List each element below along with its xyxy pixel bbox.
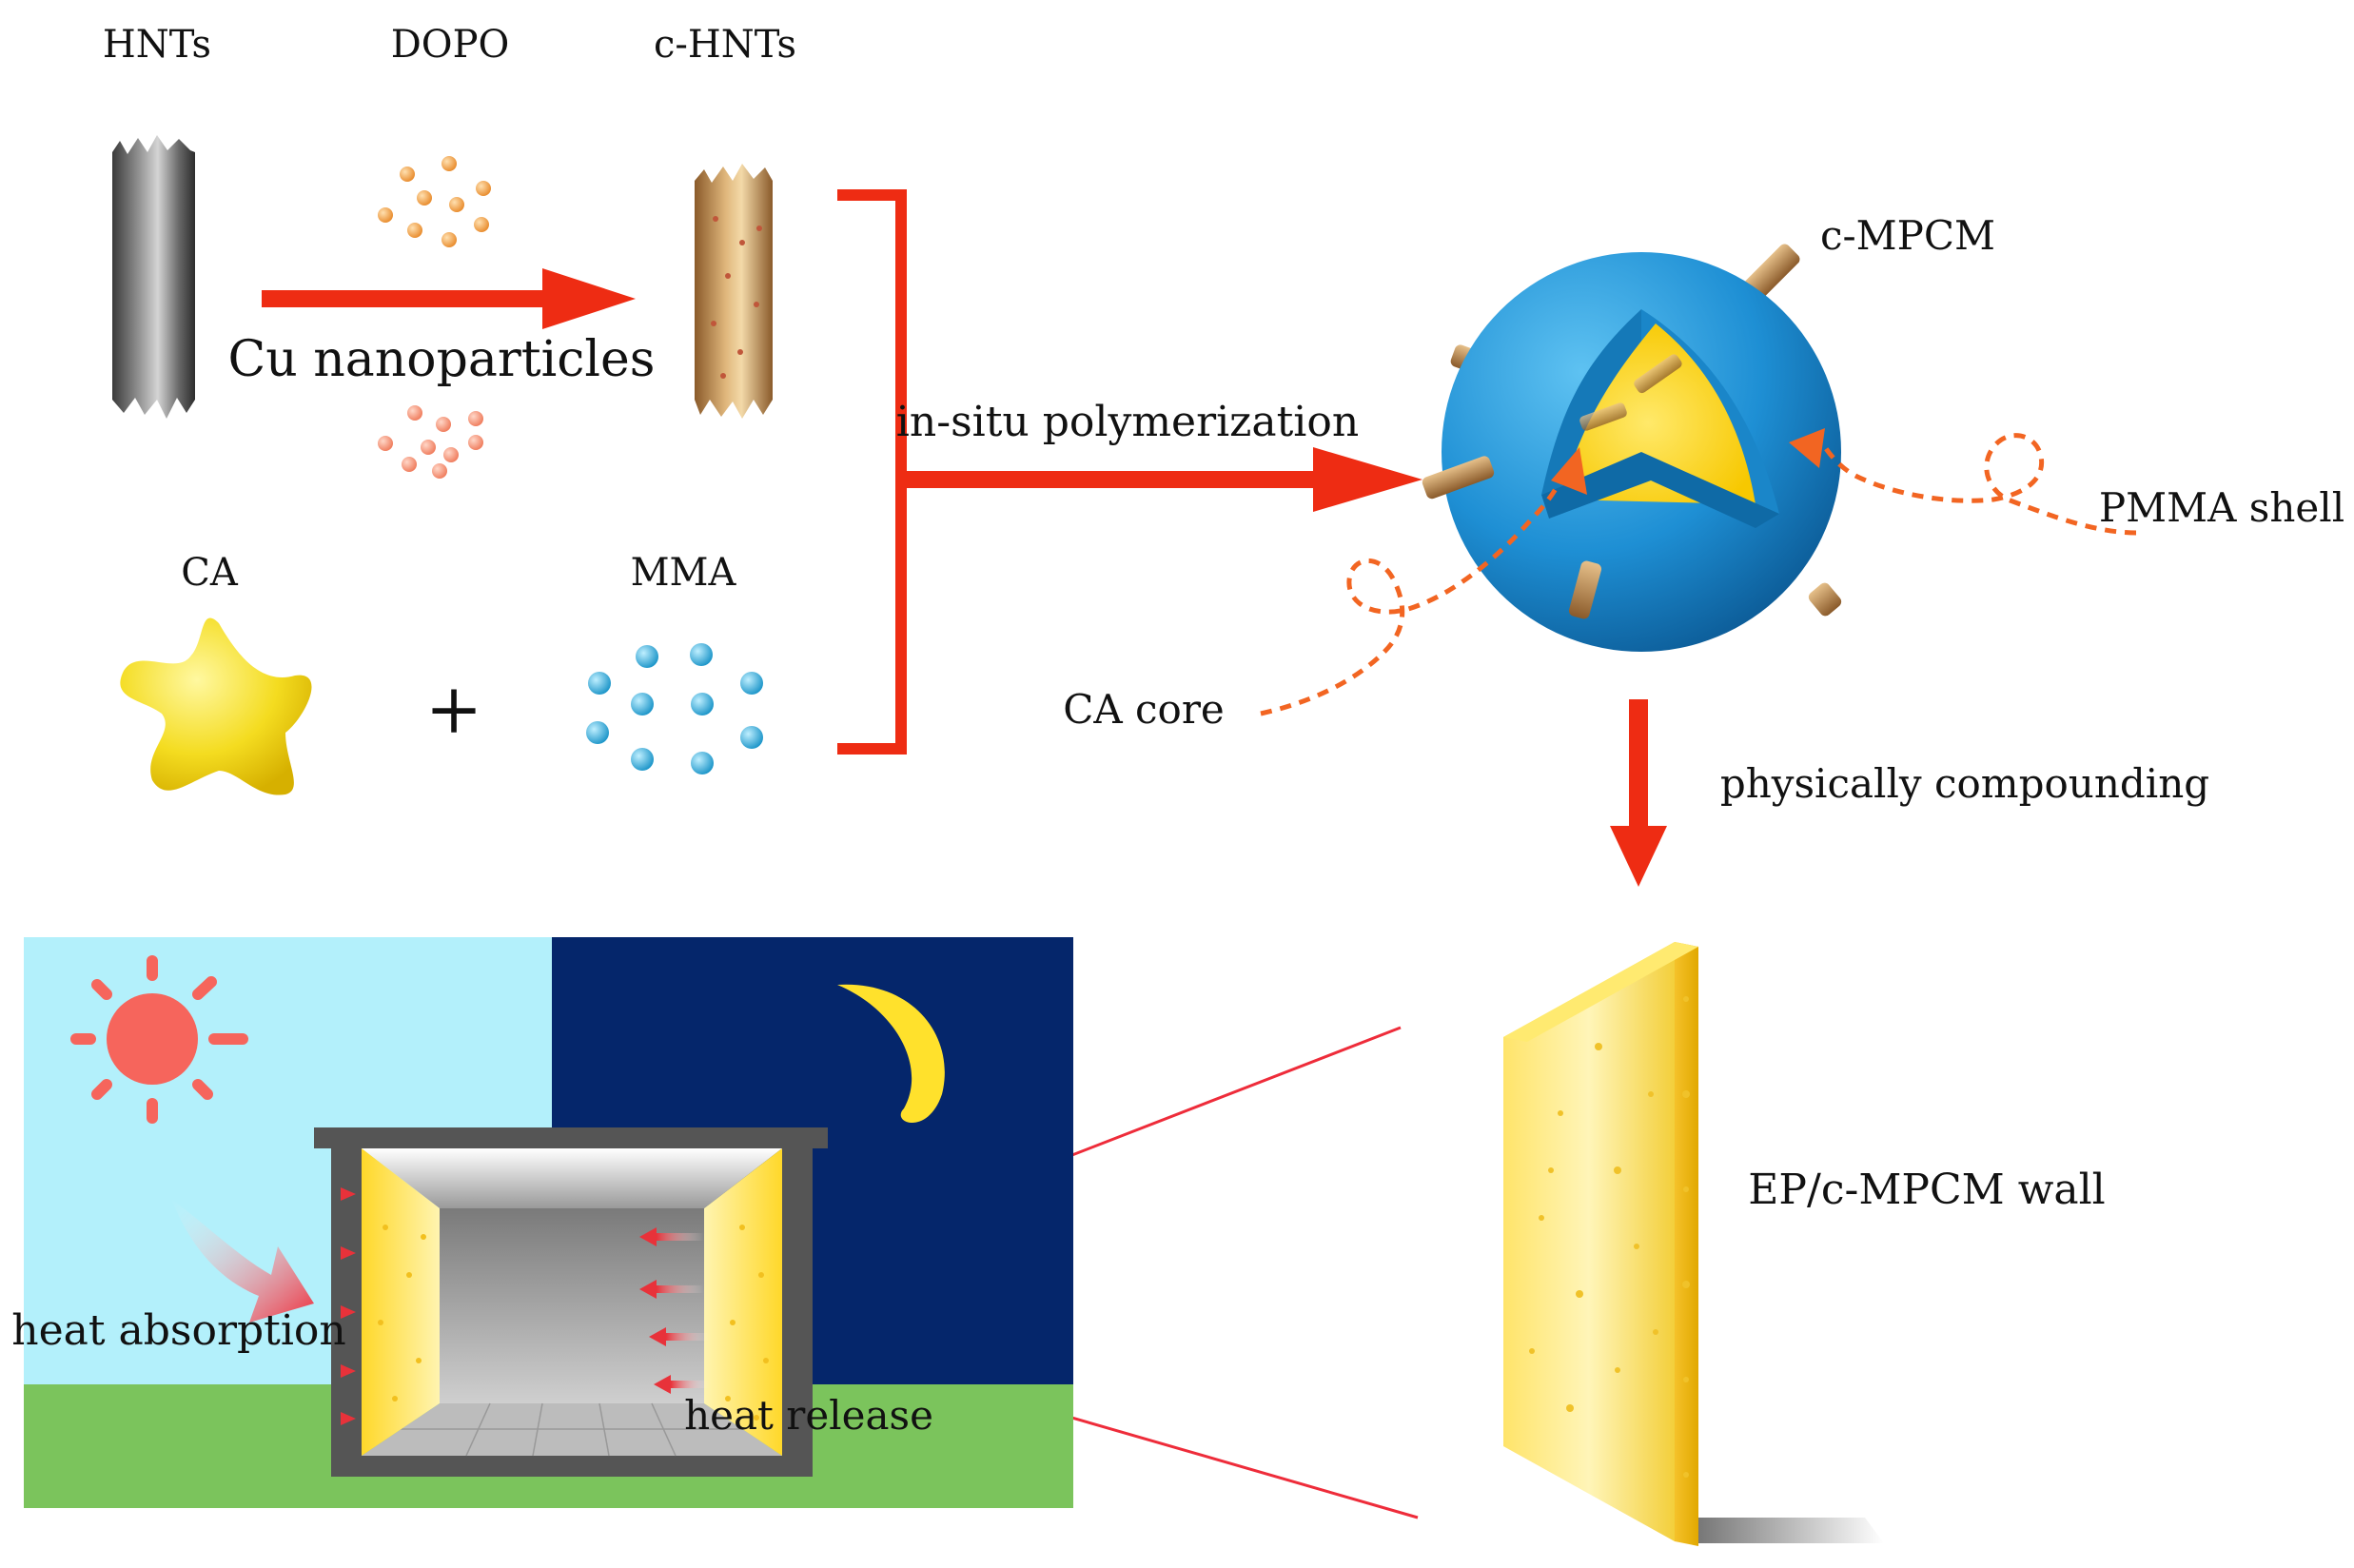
house-scene xyxy=(24,937,1073,1508)
label-ca: CA xyxy=(181,551,239,595)
label-mma: MMA xyxy=(631,551,737,595)
modification-arrow xyxy=(262,268,636,329)
ep-wall-panel-icon xyxy=(1503,942,1884,1546)
label-heat-absorption: heat absorption xyxy=(11,1306,346,1355)
compounding-arrow xyxy=(1610,699,1667,887)
ca-star-icon xyxy=(120,617,312,795)
pmma-shell-pointer xyxy=(1789,428,2137,536)
combining-bracket xyxy=(837,189,1422,755)
label-ep-wall: EP/c-MPCM wall xyxy=(1748,1166,2105,1214)
hnt-tube-icon xyxy=(112,135,195,419)
ca-core-pointer xyxy=(1260,447,1587,716)
label-c-hnts: c-HNTs xyxy=(654,23,796,67)
label-plus: + xyxy=(425,669,482,749)
c-hnt-tube-icon xyxy=(695,164,773,419)
label-hnts: HNTs xyxy=(103,23,211,67)
label-dopo: DOPO xyxy=(391,23,510,67)
cu-particles-icon xyxy=(378,405,483,479)
label-ca-core: CA core xyxy=(1063,686,1225,733)
heat-release-arrows xyxy=(639,1227,709,1394)
label-heat-release: heat release xyxy=(684,1392,933,1439)
c-mpcm-sphere-icon xyxy=(1422,244,1842,652)
moon-icon xyxy=(837,984,945,1123)
label-physically-compounding: physically compounding xyxy=(1720,760,2209,807)
mma-molecules-icon xyxy=(586,643,763,774)
house-cross-section-icon xyxy=(314,1127,828,1477)
sun-icon xyxy=(70,955,248,1124)
label-pmma-shell: PMMA shell xyxy=(2099,484,2344,531)
heat-absorption-arrow xyxy=(171,1199,314,1323)
label-cu-nanoparticles: Cu nanoparticles xyxy=(228,331,656,388)
label-in-situ-polymerization: in-situ polymerization xyxy=(896,398,1359,446)
label-c-mpcm: c-MPCM xyxy=(1820,212,1995,259)
dopo-particles-icon xyxy=(378,156,491,247)
